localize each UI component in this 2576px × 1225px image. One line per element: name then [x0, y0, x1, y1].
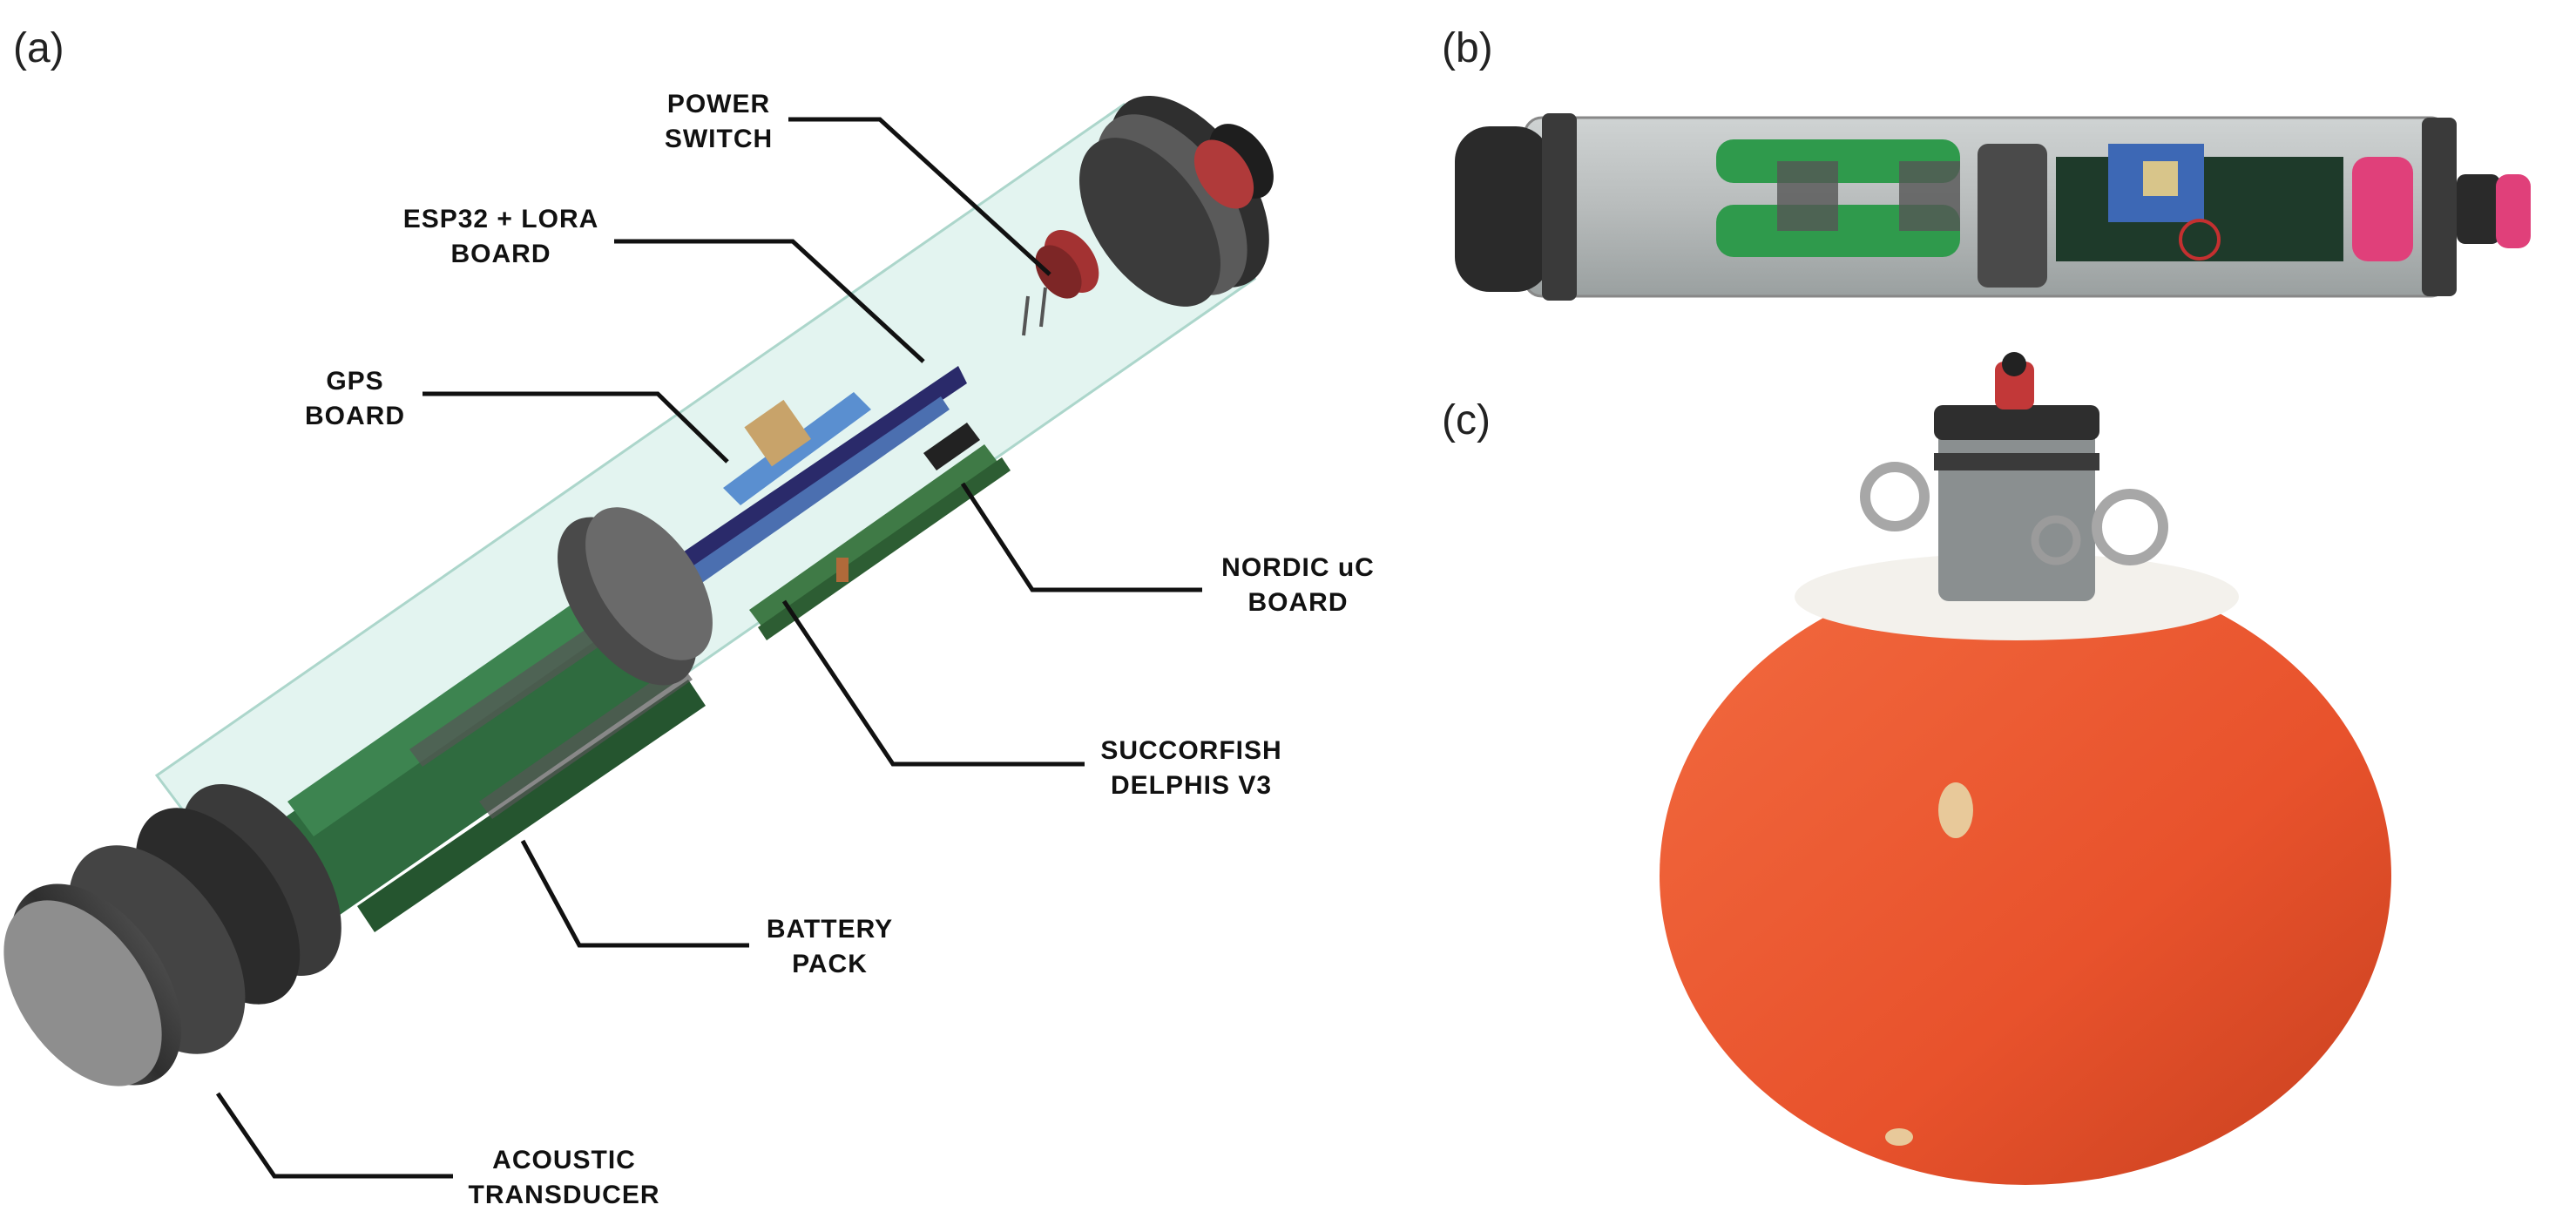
callout-battery-pack-line1: BATTERY: [766, 915, 894, 944]
callout-esp32-lora-line1: ESP32 + LORA: [402, 205, 599, 233]
callout-gps-board-line2: BOARD: [305, 402, 405, 430]
panel-label-b: (b): [1442, 25, 1493, 71]
callout-succorfish-line2: DELPHIS V3: [1110, 771, 1273, 800]
battery-holder-collar: [558, 507, 713, 686]
callout-battery-pack: BATTERY PACK: [754, 912, 906, 982]
callout-nordic-board: NORDIC uC BOARD: [1207, 551, 1389, 620]
callout-succorfish: SUCCORFISH DELPHIS V3: [1085, 734, 1298, 803]
callout-esp32-lora: ESP32 + LORA BOARD: [383, 202, 619, 272]
right-eye-bolt: [2092, 489, 2168, 565]
callout-power-switch-line2: SWITCH: [664, 125, 774, 153]
callout-power-switch-line1: POWER: [666, 90, 771, 118]
callout-gps-board-line1: GPS: [326, 367, 384, 396]
leader-power-switch: [788, 117, 1051, 276]
leader-gps: [423, 391, 729, 464]
leader-nordic: [960, 482, 1202, 592]
callout-power-switch: POWER SWITCH: [649, 87, 788, 157]
electronics-stack: [662, 366, 1011, 640]
left-eye-bolt: [1860, 462, 1930, 531]
callout-acoustic-transducer-line2: TRANSDUCER: [468, 1181, 660, 1209]
panel-c-photo: [1660, 352, 2391, 1185]
orange-buoy: [1660, 566, 2391, 1185]
leader-lines: [215, 117, 1202, 1179]
callout-acoustic-transducer: ACOUSTIC TRANSDUCER: [453, 1143, 675, 1213]
callout-nordic-board-line2: BOARD: [1247, 588, 1349, 617]
callout-nordic-board-line1: NORDIC uC: [1221, 553, 1375, 582]
callout-acoustic-transducer-line1: ACOUSTIC: [492, 1146, 636, 1174]
callout-succorfish-line1: SUCCORFISH: [1100, 736, 1282, 765]
panel-a-render: [3, 96, 1274, 1086]
pink-switch-cap: [2352, 157, 2413, 261]
panel-label-a: (a): [13, 25, 64, 71]
leader-esp32-lora: [614, 239, 925, 363]
leader-acoustic: [215, 1092, 453, 1179]
leader-battery: [520, 839, 749, 948]
callout-battery-pack-line2: PACK: [792, 950, 868, 978]
panel-b-photo: [1455, 113, 2531, 301]
panel-label-c: (c): [1442, 397, 1491, 443]
battery-pack-part: [270, 584, 706, 932]
power-switch-part: [1022, 229, 1099, 336]
buoy-red-switch: [1995, 362, 2034, 409]
callout-gps-board: GPS BOARD: [292, 364, 418, 434]
left-end-cap: [1455, 126, 1551, 292]
leader-succorfish: [781, 599, 1085, 767]
acoustic-transducer-part: [3, 784, 341, 1086]
top-end-cap: [1079, 96, 1274, 307]
callout-esp32-lora-line2: BOARD: [450, 240, 551, 268]
